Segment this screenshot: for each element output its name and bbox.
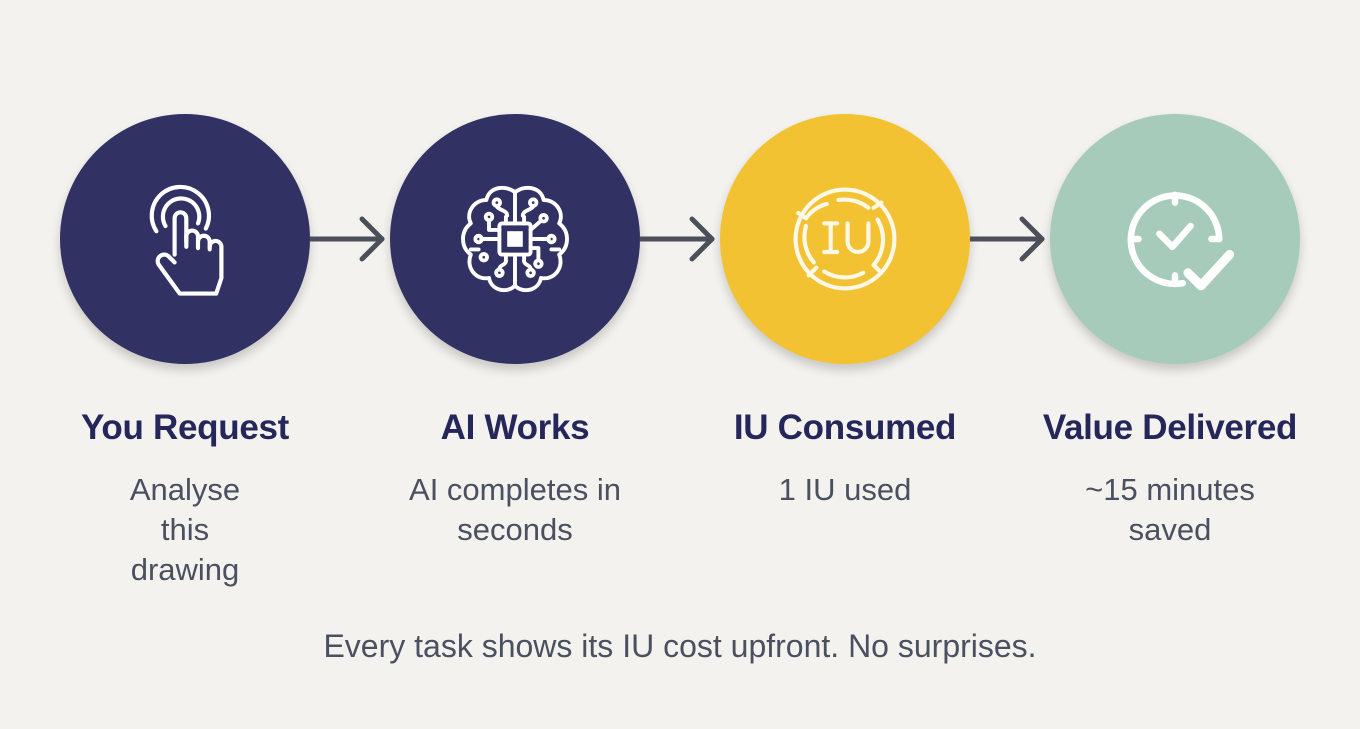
footer-note: Every task shows its IU cost upfront. No… [323,628,1037,664]
arrow-right-icon [310,216,385,262]
arrow-right-icon [970,216,1045,262]
tap-hand-icon [149,184,224,296]
step-1-description: Analyse this drawing [129,472,241,587]
step-2-title: AI Works [440,408,590,447]
step-1-title: You Request [80,408,290,447]
ai-brain-chip-icon [461,185,569,293]
step-4-description: ~15 minutes saved [1085,472,1255,547]
step-1-circle [60,114,310,364]
step-2-circle [390,114,640,364]
step-3-description: 1 IU used [778,472,912,507]
arrow-right-icon [640,216,715,262]
iu-token-icon [793,187,897,291]
step-4-title: Value Delivered [1042,408,1298,447]
clock-check-icon [1127,191,1235,291]
step-3-title: IU Consumed [733,408,957,447]
step-2-description: AI completes in seconds [409,472,621,547]
step-3-circle [720,114,970,364]
step-4-circle [1050,114,1300,364]
